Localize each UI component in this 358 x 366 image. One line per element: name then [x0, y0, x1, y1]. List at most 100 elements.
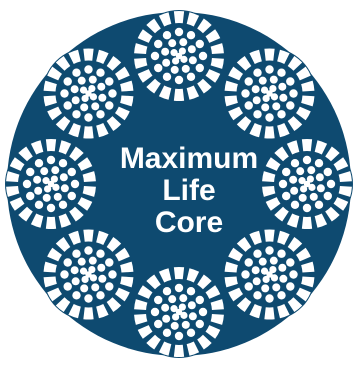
- outer-wire: [224, 80, 238, 92]
- inner-wire: [170, 305, 178, 313]
- inner-wire: [71, 96, 80, 105]
- outer-wire: [205, 325, 221, 339]
- inner-wire: [179, 294, 188, 303]
- inner-wire: [269, 265, 277, 274]
- inner-wire: [306, 175, 314, 183]
- inner-wire: [105, 258, 114, 267]
- core-label-line-3: Core: [155, 206, 223, 239]
- inner-wire: [262, 94, 270, 103]
- inner-wire: [71, 277, 80, 286]
- outer-wire: [6, 185, 20, 197]
- strand-3: [261, 138, 353, 230]
- inner-wire: [279, 274, 288, 283]
- outer-wire: [47, 66, 62, 81]
- inner-wire: [77, 257, 86, 266]
- inner-wire: [162, 328, 172, 337]
- outer-wire: [82, 185, 96, 197]
- strand-7: [5, 138, 97, 230]
- inner-wire: [179, 38, 188, 47]
- outer-wire: [228, 106, 243, 121]
- outer-wire: [146, 274, 161, 290]
- outer-wire: [186, 268, 200, 283]
- inner-wire: [277, 291, 286, 300]
- inner-wire: [195, 295, 204, 305]
- outer-wire: [301, 276, 315, 288]
- inner-wire: [70, 179, 80, 189]
- outer-wire: [106, 297, 122, 313]
- inner-wire: [260, 267, 269, 275]
- outer-wire: [173, 10, 185, 24]
- inner-wire: [84, 113, 93, 122]
- outer-wire: [205, 285, 221, 299]
- inner-wire: [251, 266, 260, 275]
- inner-wire: [290, 159, 300, 168]
- inner-wire: [98, 93, 107, 102]
- outer-wire: [55, 236, 71, 252]
- center-wire: [175, 308, 183, 316]
- outer-wire: [134, 313, 148, 325]
- outer-wire: [236, 116, 252, 132]
- inner-wire: [188, 56, 197, 65]
- inner-wire: [302, 155, 312, 165]
- outer-wire: [120, 95, 134, 107]
- strand-2: [223, 47, 316, 140]
- strand-8: [42, 47, 135, 140]
- outer-wire: [158, 12, 172, 27]
- strand-1: [133, 10, 225, 102]
- outer-wire: [45, 216, 57, 230]
- inner-wire: [181, 320, 190, 329]
- inner-wire: [253, 110, 262, 119]
- outer-wire: [236, 236, 252, 252]
- outer-wire: [210, 313, 224, 325]
- outer-wire: [146, 334, 161, 350]
- outer-wire: [134, 43, 148, 55]
- outer-wire: [83, 126, 94, 139]
- outer-wire: [146, 18, 161, 34]
- center-wire: [85, 271, 92, 278]
- inner-wire: [272, 102, 281, 111]
- inner-wire: [154, 319, 163, 329]
- outer-wire: [224, 261, 238, 273]
- inner-wire: [91, 102, 100, 111]
- inner-wire: [279, 93, 288, 102]
- outer-wire: [137, 29, 153, 43]
- outer-wire: [115, 287, 130, 302]
- outer-wire: [6, 171, 20, 183]
- outer-wire: [338, 171, 352, 183]
- center-wire: [303, 180, 311, 188]
- outer-wire: [325, 206, 340, 222]
- outer-wire: [197, 78, 212, 94]
- inner-wire: [26, 167, 35, 177]
- inner-wire: [253, 68, 262, 77]
- outer-wire: [186, 12, 200, 27]
- outer-wire: [68, 49, 81, 64]
- outer-wire: [106, 116, 122, 132]
- inner-wire: [298, 193, 307, 202]
- inner-wire: [181, 64, 190, 73]
- outer-wire: [47, 287, 62, 302]
- inner-wire: [42, 193, 51, 202]
- inner-wire: [97, 263, 106, 272]
- inner-wire: [79, 267, 88, 275]
- outer-wire: [68, 230, 81, 245]
- outer-wire: [265, 197, 281, 211]
- outer-wire: [47, 247, 62, 262]
- outer-wire: [277, 49, 290, 64]
- outer-wire: [262, 185, 276, 197]
- outer-wire: [224, 95, 238, 107]
- outer-wire: [158, 85, 172, 100]
- inner-wire: [170, 321, 179, 330]
- inner-wire: [252, 277, 261, 286]
- outer-wire: [106, 55, 122, 71]
- inner-wire: [298, 177, 306, 185]
- outer-wire: [55, 116, 71, 132]
- outer-wire: [287, 55, 303, 71]
- outer-wire: [197, 274, 212, 290]
- inner-wire: [154, 295, 163, 305]
- outer-wire: [9, 157, 25, 171]
- inner-wire: [70, 266, 79, 275]
- outer-wire: [228, 247, 243, 262]
- inner-wire: [161, 303, 170, 312]
- outer-wire: [68, 304, 81, 319]
